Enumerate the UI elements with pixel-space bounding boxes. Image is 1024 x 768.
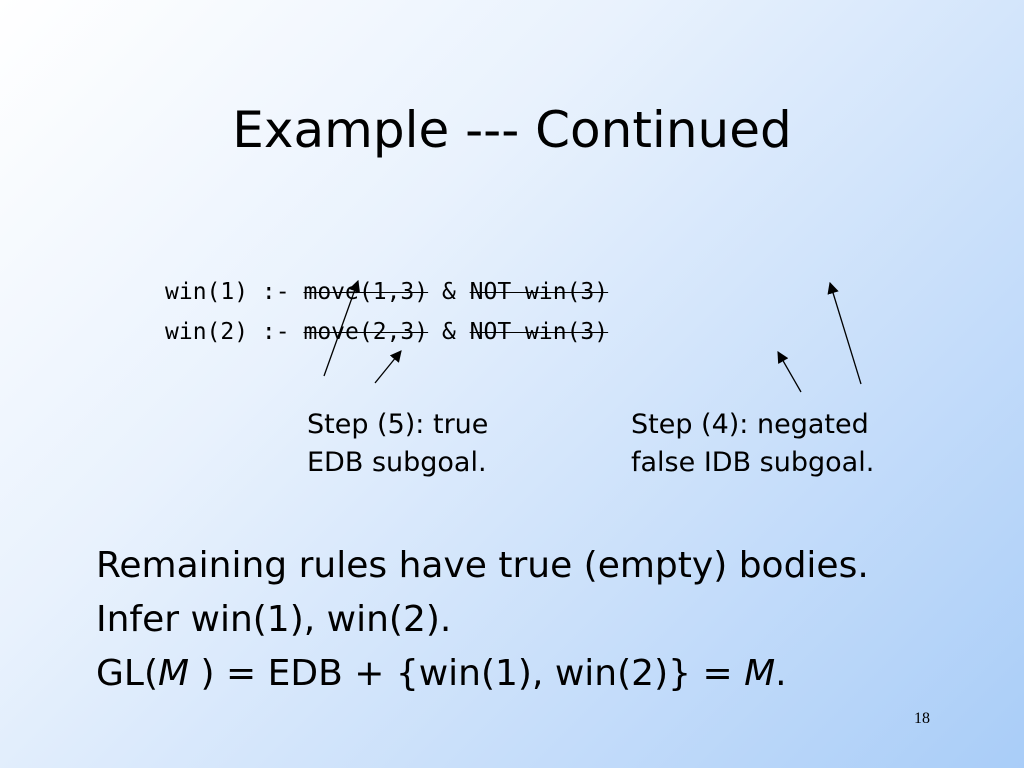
text: ) = EDB + {win(1), win(2)} = bbox=[189, 653, 745, 694]
note-line: Step (5): true bbox=[307, 409, 489, 440]
rule-win-1: win(1) :- move(1,3) & NOT win(3) bbox=[165, 272, 608, 312]
slide-number: 18 bbox=[914, 710, 930, 727]
note-idb-subgoal: Step (4): negated false IDB subgoal. bbox=[631, 406, 874, 482]
note-line: false IDB subgoal. bbox=[631, 447, 875, 478]
edb-subgoal: move(1,3) bbox=[303, 279, 429, 305]
arrow-idb-rule1 bbox=[827, 281, 862, 385]
edb-subgoal: move(2,3) bbox=[303, 319, 429, 345]
slide-title: Example --- Continued bbox=[232, 101, 792, 159]
body-line-remaining-rules: Remaining rules have true (empty) bodies… bbox=[96, 545, 869, 586]
idb-subgoal: NOT win(3) bbox=[469, 279, 609, 305]
text: GL( bbox=[96, 653, 158, 694]
arrow-edb-rule2 bbox=[374, 350, 402, 384]
conjunction: & bbox=[428, 319, 470, 345]
body-line-infer: Infer win(1), win(2). bbox=[96, 599, 452, 640]
idb-subgoal: NOT win(3) bbox=[469, 319, 609, 345]
text: . bbox=[775, 653, 787, 694]
model-symbol: M bbox=[744, 653, 776, 694]
rule-head: win(1) :- bbox=[165, 279, 304, 305]
rule-win-2: win(2) :- move(2,3) & NOT win(3) bbox=[165, 312, 608, 352]
rule-head: win(2) :- bbox=[165, 319, 304, 345]
model-symbol: M bbox=[158, 653, 190, 694]
note-edb-subgoal: Step (5): true EDB subgoal. bbox=[307, 406, 488, 482]
arrow-idb-rule2 bbox=[777, 350, 802, 393]
body-line-gl-equation: GL(M ) = EDB + {win(1), win(2)} = M. bbox=[96, 648, 787, 700]
note-line: EDB subgoal. bbox=[307, 447, 487, 478]
conjunction: & bbox=[428, 279, 470, 305]
note-line: Step (4): negated bbox=[631, 409, 869, 440]
